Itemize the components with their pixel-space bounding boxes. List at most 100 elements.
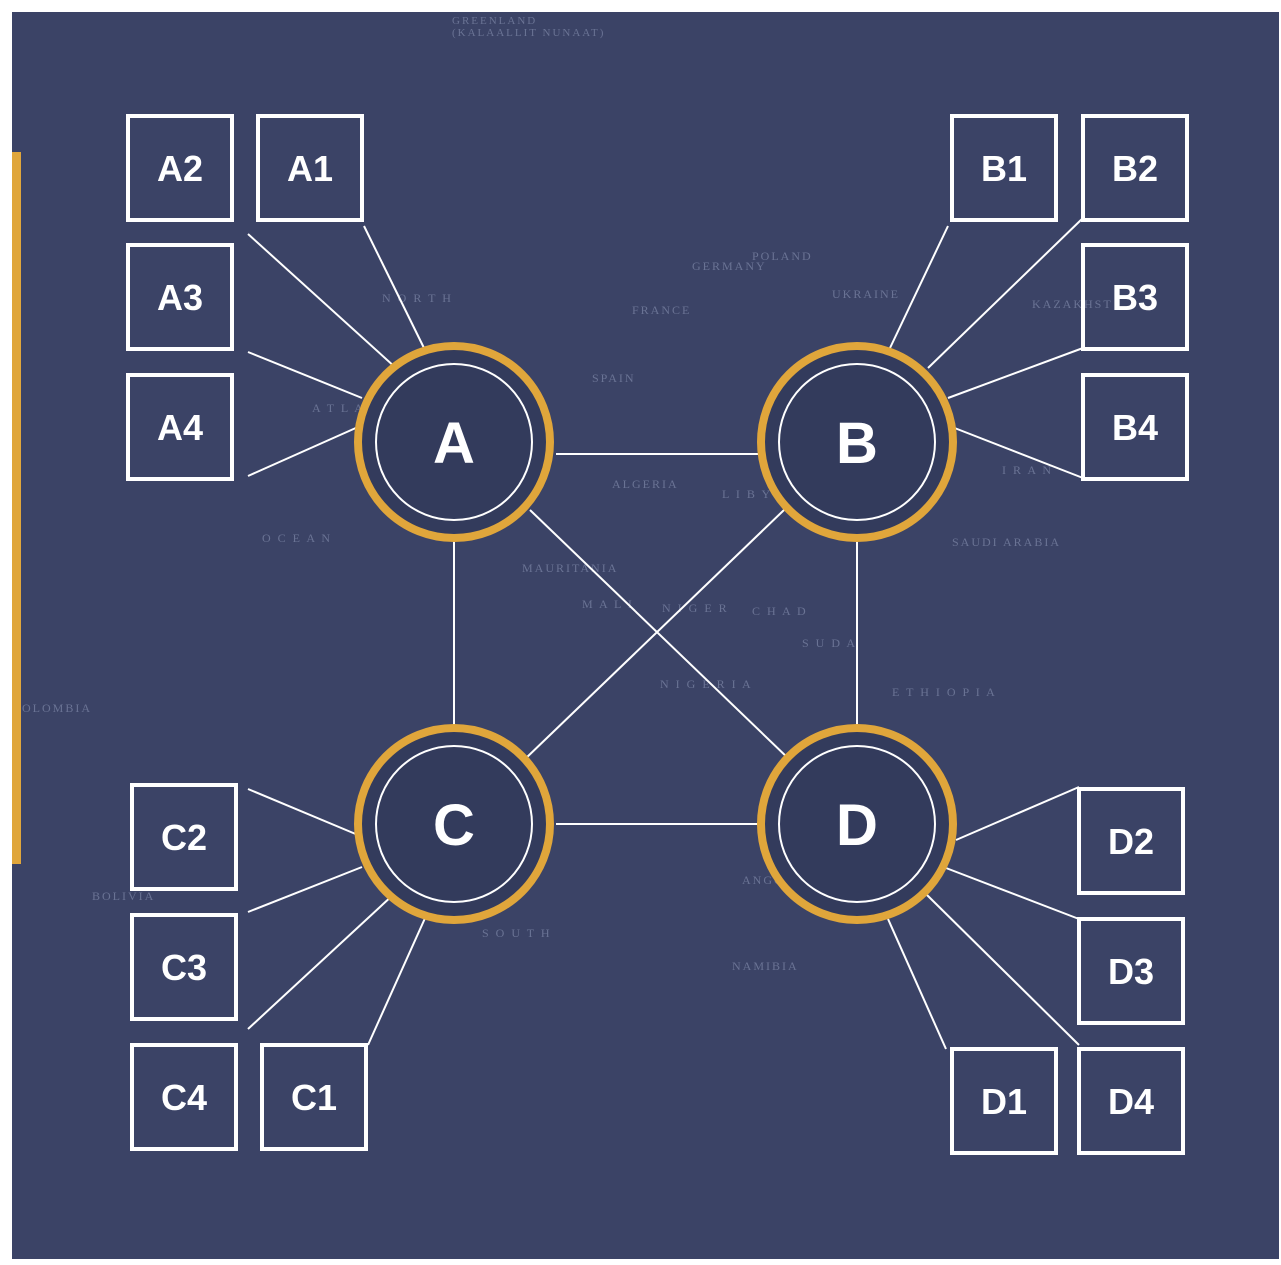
node-box [1081,243,1189,351]
node-box [1077,787,1185,895]
map-label: E T H I O P I A [892,685,997,699]
node-c1: C1 [260,1043,368,1151]
map-label: FRANCE [632,303,691,317]
node-box [950,1047,1058,1155]
node-label: A2 [157,148,203,189]
node-a4: A4 [126,373,234,481]
map-label: MAURITANIA [522,561,618,575]
node-box [126,243,234,351]
node-box [130,913,238,1021]
node-box [950,114,1058,222]
spoke-line-c1 [367,915,427,1046]
map-label: L I B Y [722,487,772,501]
node-d1: D1 [950,1047,1058,1155]
hub-outer-ring [757,724,957,924]
hub-inner-ring [778,745,936,903]
hub-link-a-d [529,509,791,761]
node-box [130,1043,238,1151]
map-label: N O R T H [382,291,453,305]
hub-link-b-c [523,509,785,761]
node-label: C1 [291,1077,337,1118]
node-c2: C2 [130,783,238,891]
hub-c: C [354,724,554,924]
node-label: B4 [1112,407,1158,448]
hub-outer-ring [757,342,957,542]
map-label: I R A N [1002,463,1053,477]
accent-bar [12,152,21,864]
node-a1: A1 [256,114,364,222]
node-label: A1 [287,148,333,189]
node-label: D1 [981,1081,1027,1122]
spoke-line-d3 [945,867,1080,920]
hub-label: C [433,793,475,858]
node-c4: C4 [130,1043,238,1151]
spoke-line-c3 [247,866,363,913]
map-label: O C E A N [262,531,332,545]
network-diagram: GREENLAND(KALAALLIT NUNAAT)N O R T HA T … [22,15,1189,1155]
node-label: A4 [157,407,203,448]
node-label: C3 [161,947,207,988]
hub-outer-ring [354,342,554,542]
spoke-line-a1 [363,225,425,349]
map-label: SAUDI ARABIA [952,535,1061,549]
node-label: B3 [1112,277,1158,318]
spoke-line-a3 [247,351,363,399]
hub-b: B [757,342,957,542]
map-label: ALGERIA [612,477,679,491]
node-box [1077,917,1185,1025]
map-label: S U D A [802,636,857,650]
node-label: D3 [1108,951,1154,992]
node-a3: A3 [126,243,234,351]
spoke-line-b1 [889,225,949,349]
spoke-line-b4 [951,426,1084,479]
node-box [256,114,364,222]
node-label: B2 [1112,148,1158,189]
node-label: A3 [157,277,203,318]
spoke-line-b3 [947,347,1084,399]
node-label: C2 [161,817,207,858]
map-label: N I G E R I A [660,677,753,691]
map-label: BOLIVIA [92,889,155,903]
spoke-line-d1 [887,918,947,1050]
node-box [1081,114,1189,222]
map-label: OLOMBIA [22,701,92,715]
spoke-line-a4 [247,426,359,477]
hub-d: D [757,724,957,924]
node-b2: B2 [1081,114,1189,222]
hub-label: D [836,793,878,858]
node-box [126,373,234,481]
spoke-line-c2 [247,788,359,836]
map-label: C H A D [752,604,808,618]
spoke-line-b2 [927,217,1084,369]
node-label: B1 [981,148,1027,189]
node-b4: B4 [1081,373,1189,481]
hub-inner-ring [375,745,533,903]
node-label: D4 [1108,1081,1154,1122]
map-label: SPAIN [592,371,636,385]
node-label: D2 [1108,821,1154,862]
spoke-line-d4 [925,893,1080,1046]
node-d2: D2 [1077,787,1185,895]
hub-a: A [354,342,554,542]
map-label: (KALAALLIT NUNAAT) [452,27,605,39]
node-box [1081,373,1189,481]
node-box [130,783,238,891]
map-label: POLAND [752,249,813,263]
spoke-line-c4 [247,893,395,1030]
node-d3: D3 [1077,917,1185,1025]
map-label: UKRAINE [832,287,900,301]
node-d4: D4 [1077,1047,1185,1155]
spoke-line-d2 [955,786,1080,841]
node-c3: C3 [130,913,238,1021]
node-box [260,1043,368,1151]
node-b3: B3 [1081,243,1189,351]
spoke-line-a2 [247,233,397,369]
map-label: N I G E R [662,601,729,615]
hub-label: A [433,411,475,476]
map-label: GERMANY [692,259,767,273]
hub-inner-ring [778,363,936,521]
map-label: S O U T H [482,926,552,940]
hub-inner-ring [375,363,533,521]
node-box [126,114,234,222]
